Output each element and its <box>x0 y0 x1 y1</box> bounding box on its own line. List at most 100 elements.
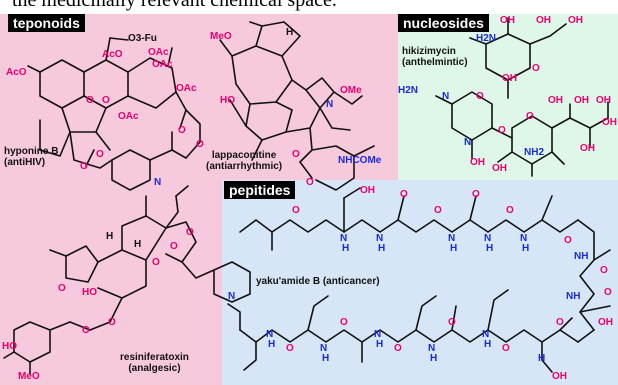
atom-label: NH <box>574 251 589 262</box>
pepitides-header: pepitides <box>224 181 296 199</box>
atom-label: N <box>154 177 162 188</box>
atom-label: H2N <box>398 85 419 96</box>
atom-label: O <box>532 63 540 74</box>
atom-label: OAc <box>152 59 173 70</box>
atom-label: MeO <box>18 371 40 382</box>
atom-label: AcO <box>102 49 123 60</box>
atom-label: O <box>506 205 514 216</box>
teponoids-panel-bottom <box>0 180 222 385</box>
atom-label: OH <box>360 185 375 196</box>
lappaconitine-structure <box>219 21 375 191</box>
atom-label: OH <box>596 95 611 106</box>
atom-label: HO <box>82 287 97 298</box>
atom-label: O <box>86 95 94 106</box>
atom-label: O <box>502 343 510 354</box>
atom-label: N <box>326 99 334 110</box>
atom-label: H <box>376 339 384 350</box>
atom-label: OH <box>502 73 517 84</box>
atom-label: O <box>286 343 294 354</box>
atom-label: AcO <box>6 67 27 78</box>
atom-label: H <box>342 243 350 254</box>
atom-label: OH <box>536 15 551 26</box>
atom-label: N <box>442 91 450 102</box>
atom-label: O <box>292 149 300 160</box>
yakuamide-b-caption: yaku'amide B (anticancer) <box>256 276 380 287</box>
atom-label: O <box>170 241 178 252</box>
atom-label: H <box>378 243 386 254</box>
atom-label: H <box>486 243 494 254</box>
atom-label: O <box>102 95 110 106</box>
molecule-name: lappaconitine <box>211 150 277 161</box>
atom-label: O <box>604 287 612 298</box>
resiniferatoxin-caption: resiniferatoxin (analgesic) <box>120 352 189 374</box>
molecule-note: (antiHIV) <box>4 157 46 168</box>
molecule-name: hyponine B <box>4 146 59 157</box>
atom-label: OAc <box>148 47 169 58</box>
molecule-note: (analgesic) <box>128 363 181 374</box>
atom-label: OH <box>568 15 583 26</box>
atom-label: N <box>266 329 274 340</box>
molecule-name: hikizimycin <box>402 46 456 57</box>
atom-label: OH <box>492 163 507 174</box>
atom-label: OH <box>470 157 485 168</box>
atom-label: H <box>522 243 530 254</box>
teponoids-panel-top <box>0 14 398 180</box>
atom-label: N <box>320 343 328 354</box>
atom-label: O <box>400 189 408 200</box>
hyponine-b-structure <box>27 37 201 191</box>
atom-label: OMe <box>340 85 362 96</box>
atom-label: O <box>96 149 104 160</box>
atom-label: N <box>448 233 456 244</box>
atom-label: O <box>526 111 534 122</box>
atom-label: O <box>178 125 186 136</box>
atom-label: O <box>448 317 456 328</box>
atom-label: OH <box>598 317 613 328</box>
atom-label: O <box>292 205 300 216</box>
atom-label: O <box>58 283 66 294</box>
yakuamide-b-structure <box>227 187 611 373</box>
atom-label: O <box>80 161 88 172</box>
atom-label: OH <box>602 117 617 128</box>
atom-label: H <box>134 239 142 250</box>
atom-label: O <box>82 325 90 336</box>
atom-label: N <box>484 233 492 244</box>
atom-label: N <box>374 329 382 340</box>
atom-label: OAc <box>118 111 139 122</box>
atom-label: O <box>600 265 608 276</box>
molecule-note: (antiarrhythmic) <box>206 161 283 172</box>
atom-label: O <box>306 177 314 188</box>
atom-label: OH <box>548 95 563 106</box>
atom-label: O <box>498 125 506 136</box>
atom-label: N <box>376 233 384 244</box>
atom-label: OH <box>500 15 515 26</box>
atom-label: N <box>428 343 436 354</box>
atom-label: O <box>564 235 572 246</box>
atom-label: O <box>556 317 564 328</box>
nucleosides-header: nucleosides <box>398 14 489 32</box>
resiniferatoxin-structure <box>3 185 251 375</box>
hikizimycin-structure <box>435 17 609 177</box>
cut-off-text-strip: the medicinally relevant chemical space. <box>0 0 618 14</box>
atom-label: H <box>538 353 546 364</box>
atom-label: MeO <box>210 31 232 42</box>
hikizimycin-caption: hikizimycin (anthelmintic) <box>402 46 468 68</box>
atom-label: H <box>268 339 276 350</box>
atom-label: OH <box>580 143 595 154</box>
atom-label: N <box>482 329 490 340</box>
atom-label: O <box>476 91 484 102</box>
atom-label: N <box>228 291 236 302</box>
atom-label: O <box>340 317 348 328</box>
atom-label: H <box>286 27 294 38</box>
teponoids-header: teponoids <box>8 14 85 32</box>
atom-label: NH <box>566 291 581 302</box>
atom-label: H <box>430 353 438 364</box>
atom-label: H <box>450 243 458 254</box>
atom-label: HO <box>220 95 235 106</box>
atom-label: O <box>186 227 194 238</box>
atom-label: OH <box>552 371 567 382</box>
molecule-note: (anthelmintic) <box>402 57 468 68</box>
atom-label: O <box>152 257 160 268</box>
atom-label: N <box>340 233 348 244</box>
atom-label: OAc <box>176 83 197 94</box>
